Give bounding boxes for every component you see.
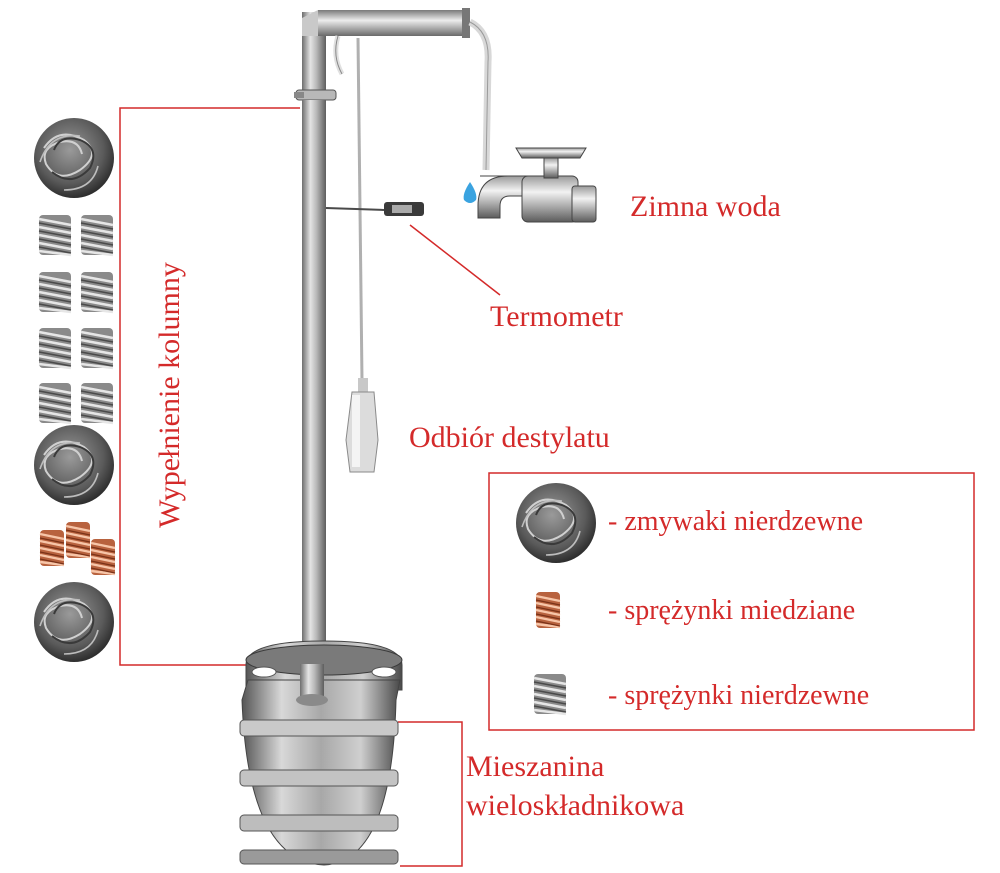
copper-spring-icon [534, 590, 562, 630]
thermometer-probe [325, 202, 424, 216]
mixture-label-line1: Mieszanina [466, 750, 605, 783]
steel-scourer-icon [515, 482, 597, 564]
column-filling-icons [33, 117, 117, 663]
keg [239, 640, 403, 866]
thermometer-leader-line [409, 224, 501, 296]
mixture-bracket [398, 721, 463, 867]
water-tap-icon [463, 147, 597, 223]
cooling-hose [468, 18, 492, 171]
legend-item-copper-spring: - sprężynki miedziane [608, 595, 856, 626]
thermometer-label: Termometr [490, 300, 623, 333]
column-bracket [119, 107, 305, 666]
distillate-bottle [345, 378, 379, 473]
column-filling-label: Wypełnienie kolumny [153, 262, 186, 528]
legend-item-steel-scourer: - zmywaki nierdzewne [608, 506, 863, 537]
mixture-label-line2: wieloskładnikowa [466, 789, 685, 822]
distillate-outlet-label: Odbiór destylatu [409, 421, 610, 454]
cold-water-label: Zimna woda [630, 190, 781, 223]
steel-spring-icon [532, 672, 568, 716]
column-head [294, 8, 470, 101]
legend-item-steel-spring: - sprężynki nierdzewne [608, 680, 870, 711]
column-tube [302, 100, 326, 670]
legend-box [488, 472, 975, 731]
